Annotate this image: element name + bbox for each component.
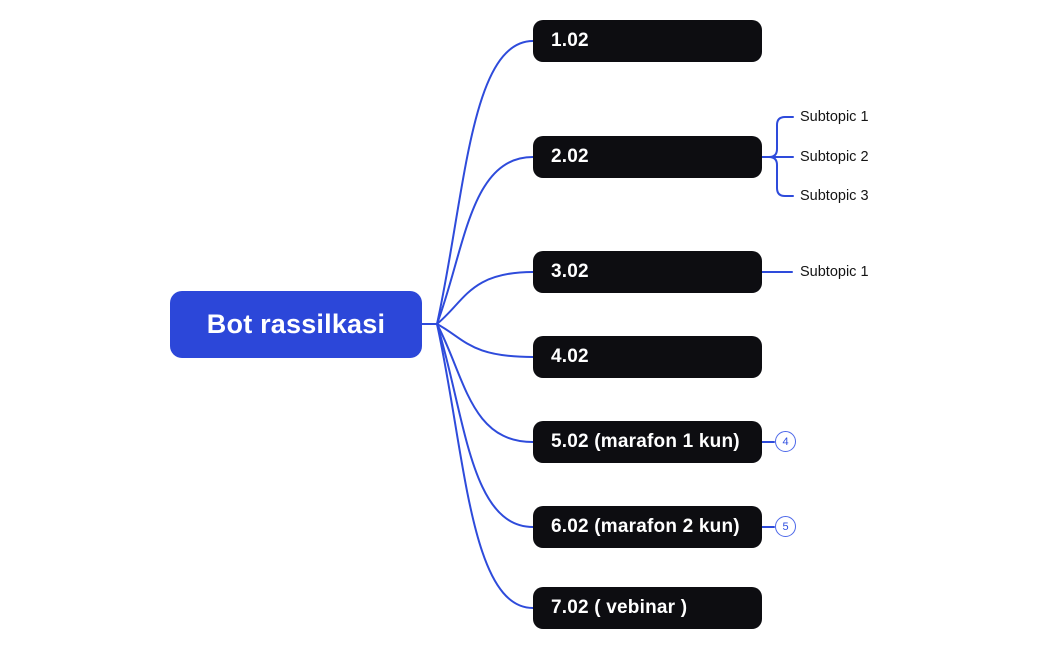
topic-node-label: 7.02 ( vebinar ) xyxy=(551,597,688,618)
badge-count-topic-6[interactable]: 5 xyxy=(775,516,796,537)
topic-node-6[interactable]: 6.02 (marafon 2 kun) xyxy=(533,506,762,548)
branch-line-topic-4 xyxy=(436,323,534,358)
branch-line-topic-6 xyxy=(436,323,534,528)
topic-node-label: 3.02 xyxy=(551,261,589,282)
root-node-label: Bot rassilkasi xyxy=(206,309,386,339)
topic-node-label: 6.02 (marafon 2 kun) xyxy=(551,516,740,537)
topic-node-4[interactable]: 4.02 xyxy=(533,336,762,378)
branch-line-topic-2 xyxy=(436,156,534,325)
branch-line-topic-3 xyxy=(436,271,534,325)
root-node[interactable]: Bot rassilkasi xyxy=(170,291,422,358)
subtopic-label-2-2[interactable]: Subtopic 2 xyxy=(800,149,869,165)
topic-node-3[interactable]: 3.02 xyxy=(533,251,762,293)
topic-node-7[interactable]: 7.02 ( vebinar ) xyxy=(533,587,762,629)
branch-line-subtopic-2-3 xyxy=(761,156,794,197)
branch-line-topic-7 xyxy=(436,323,534,609)
topic-node-label: 5.02 (marafon 1 kun) xyxy=(551,431,740,452)
topic-node-label: 4.02 xyxy=(551,346,589,367)
branch-line-subtopic-2-1 xyxy=(761,116,794,158)
topic-node-2[interactable]: 2.02 xyxy=(533,136,762,178)
subtopic-label-2-1[interactable]: Subtopic 1 xyxy=(800,109,869,125)
badge-count-topic-5[interactable]: 4 xyxy=(775,431,796,452)
subtopic-label-2-3[interactable]: Subtopic 3 xyxy=(800,188,869,204)
branch-line-topic-5 xyxy=(436,323,534,443)
topic-node-5[interactable]: 5.02 (marafon 1 kun) xyxy=(533,421,762,463)
topic-node-label: 1.02 xyxy=(551,30,589,51)
topic-node-label: 2.02 xyxy=(551,146,589,167)
subtopic-label-3-1[interactable]: Subtopic 1 xyxy=(800,264,869,280)
branch-line-topic-1 xyxy=(436,40,534,325)
topic-node-1[interactable]: 1.02 xyxy=(533,20,762,62)
